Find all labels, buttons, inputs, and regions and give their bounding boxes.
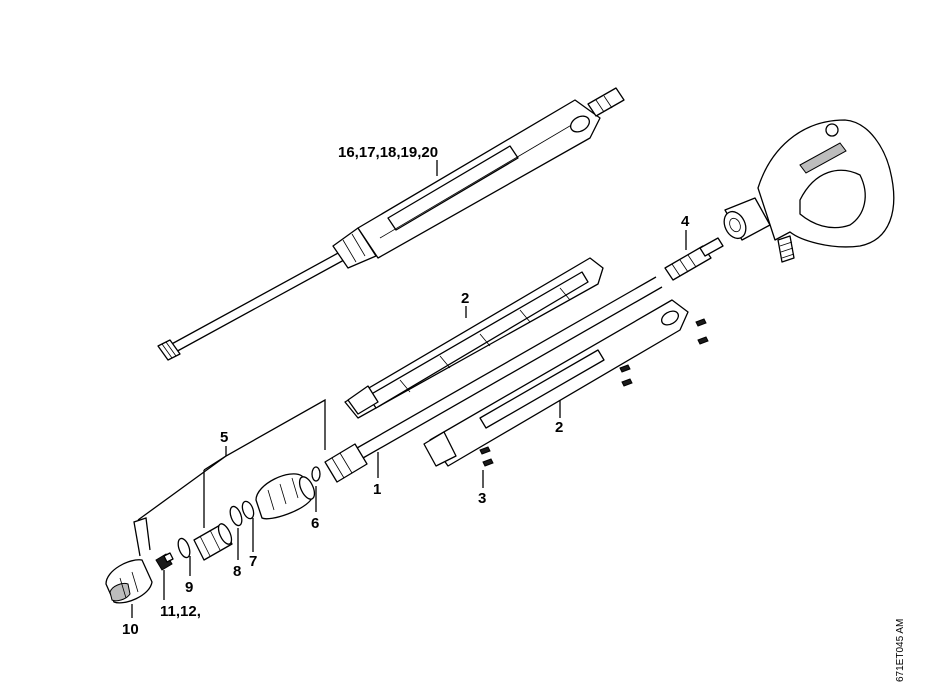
spray-gun-handle — [723, 119, 895, 263]
nozzle-cap-part-10 — [105, 559, 153, 604]
callout-2-upper: 2 — [461, 290, 469, 307]
callout-3: 3 — [478, 490, 486, 507]
o-rings — [177, 500, 255, 559]
callout-11-12: 11,12, — [160, 603, 201, 620]
coupling-part-5 — [193, 523, 233, 561]
half-shell-upper-part-2 — [344, 257, 604, 419]
callout-5: 5 — [220, 429, 228, 446]
screws-part-3 — [479, 318, 709, 467]
callout-6: 6 — [311, 515, 319, 532]
clip-part-5 — [133, 517, 151, 557]
fitting-part-4 — [664, 237, 724, 281]
reference-code: 671ET045 AM — [895, 619, 906, 682]
nut-part-6 — [255, 473, 316, 520]
callout-8: 8 — [233, 563, 241, 580]
lance-assembly-16-20 — [157, 87, 625, 361]
callout-4: 4 — [681, 213, 690, 230]
callout-16-20: 16,17,18,19,20 — [338, 144, 438, 161]
half-shell-lower-part-2 — [423, 299, 689, 467]
callout-2-lower: 2 — [555, 419, 563, 436]
callout-10: 10 — [122, 621, 139, 638]
lance-tube-part-1 — [311, 276, 663, 483]
callout-1: 1 — [373, 481, 381, 498]
callout-7: 7 — [249, 553, 257, 570]
callout-9: 9 — [185, 579, 193, 596]
nozzle-insert-part-11-12 — [155, 552, 174, 571]
leader-lines — [131, 160, 687, 618]
